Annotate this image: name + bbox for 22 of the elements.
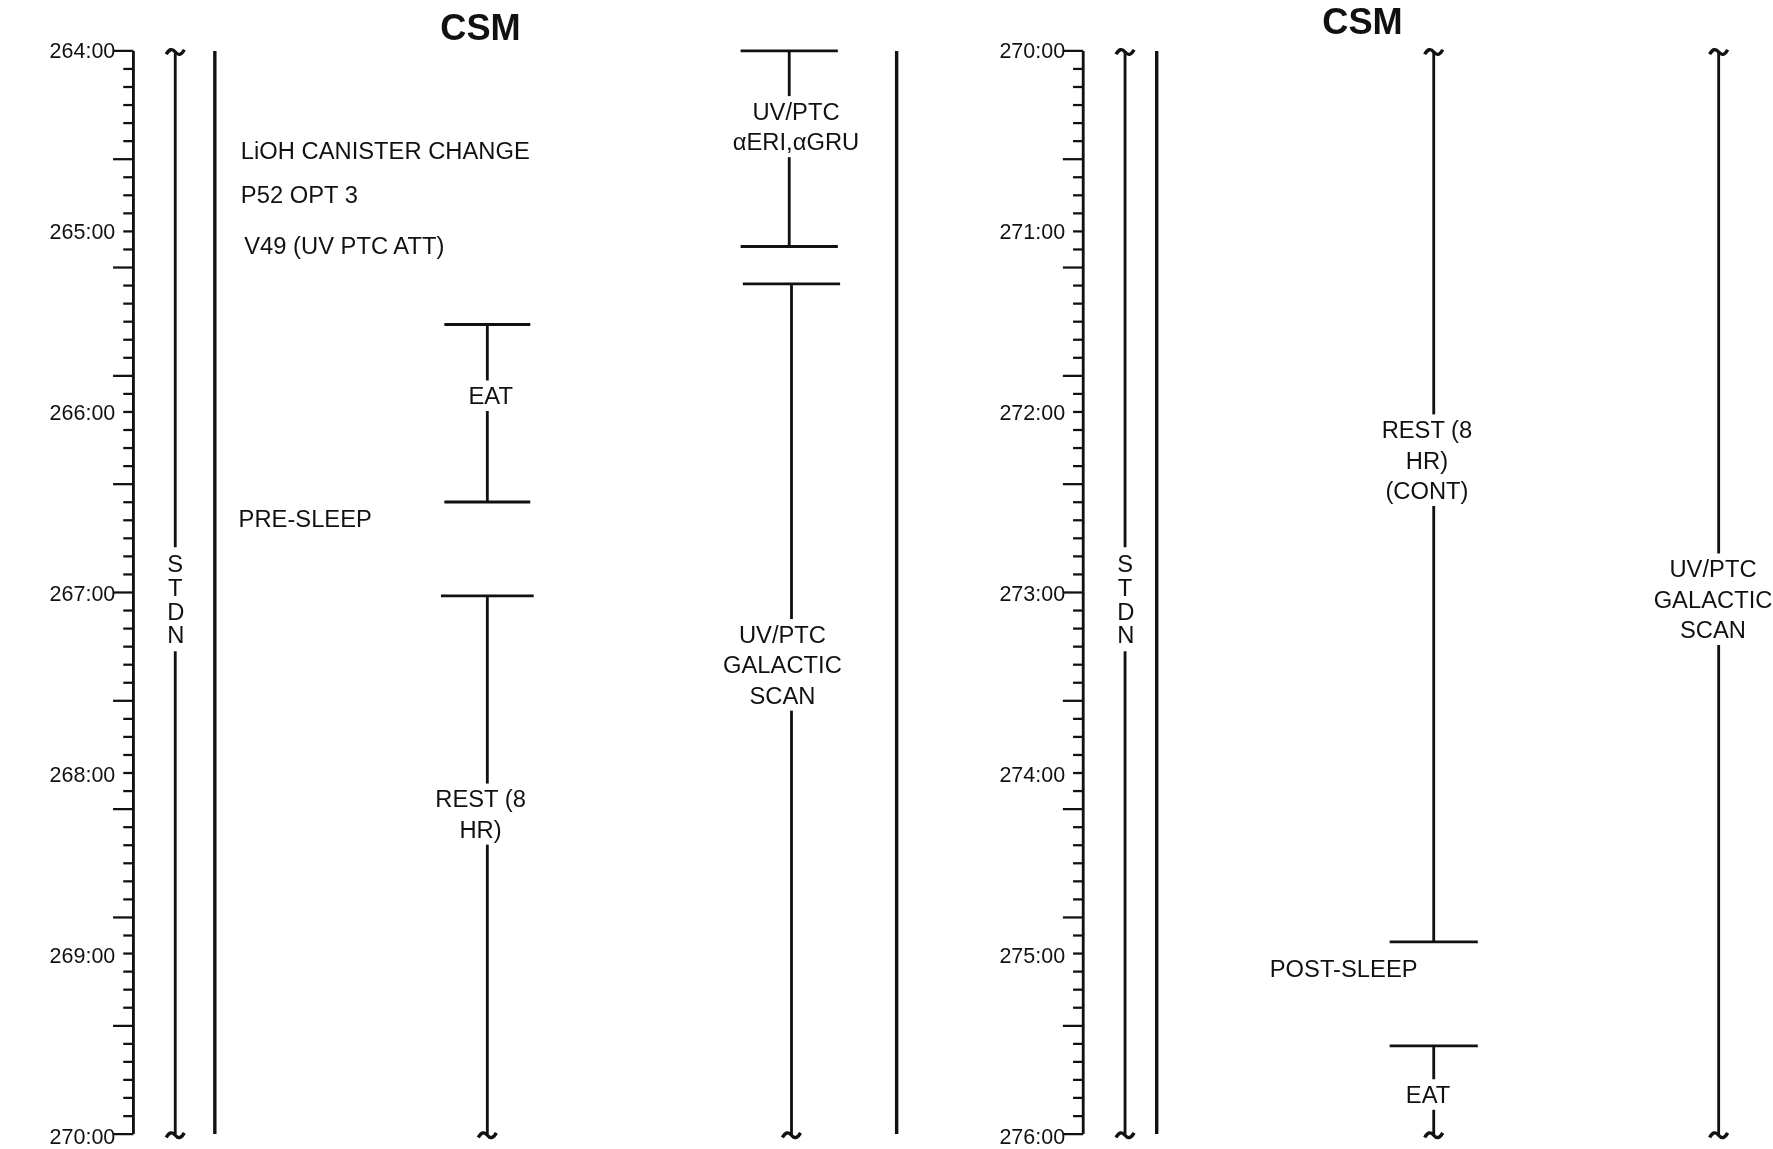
activity-label: P52 OPT 3 bbox=[239, 180, 359, 210]
column-heading: CSM bbox=[1321, 7, 1404, 38]
time-label: 273:00 bbox=[998, 580, 1067, 608]
activity-label: PRE-SLEEP bbox=[237, 505, 373, 534]
time-label: 269:00 bbox=[48, 942, 117, 970]
time-label: 271:00 bbox=[998, 218, 1067, 246]
time-label: 266:00 bbox=[48, 399, 117, 427]
column-heading: CSM bbox=[439, 13, 522, 44]
activity-label: V49 (UV PTC ATT) bbox=[243, 231, 446, 261]
time-label: 272:00 bbox=[998, 399, 1067, 427]
time-label: 264:00 bbox=[48, 38, 117, 65]
time-label: 270:00 bbox=[998, 38, 1067, 65]
station-label: STDN bbox=[165, 547, 186, 652]
time-label: 274:00 bbox=[998, 761, 1067, 789]
activity-label: LiOH CANISTER CHANGE bbox=[239, 136, 531, 166]
time-label: 265:00 bbox=[48, 218, 117, 246]
time-label: 267:00 bbox=[48, 580, 117, 608]
time-label: 275:00 bbox=[998, 942, 1067, 970]
time-label: 276:00 bbox=[998, 1123, 1067, 1149]
time-label: 268:00 bbox=[48, 761, 117, 789]
activity-label: POST-SLEEP bbox=[1268, 955, 1419, 984]
time-label: 270:00 bbox=[48, 1123, 117, 1149]
